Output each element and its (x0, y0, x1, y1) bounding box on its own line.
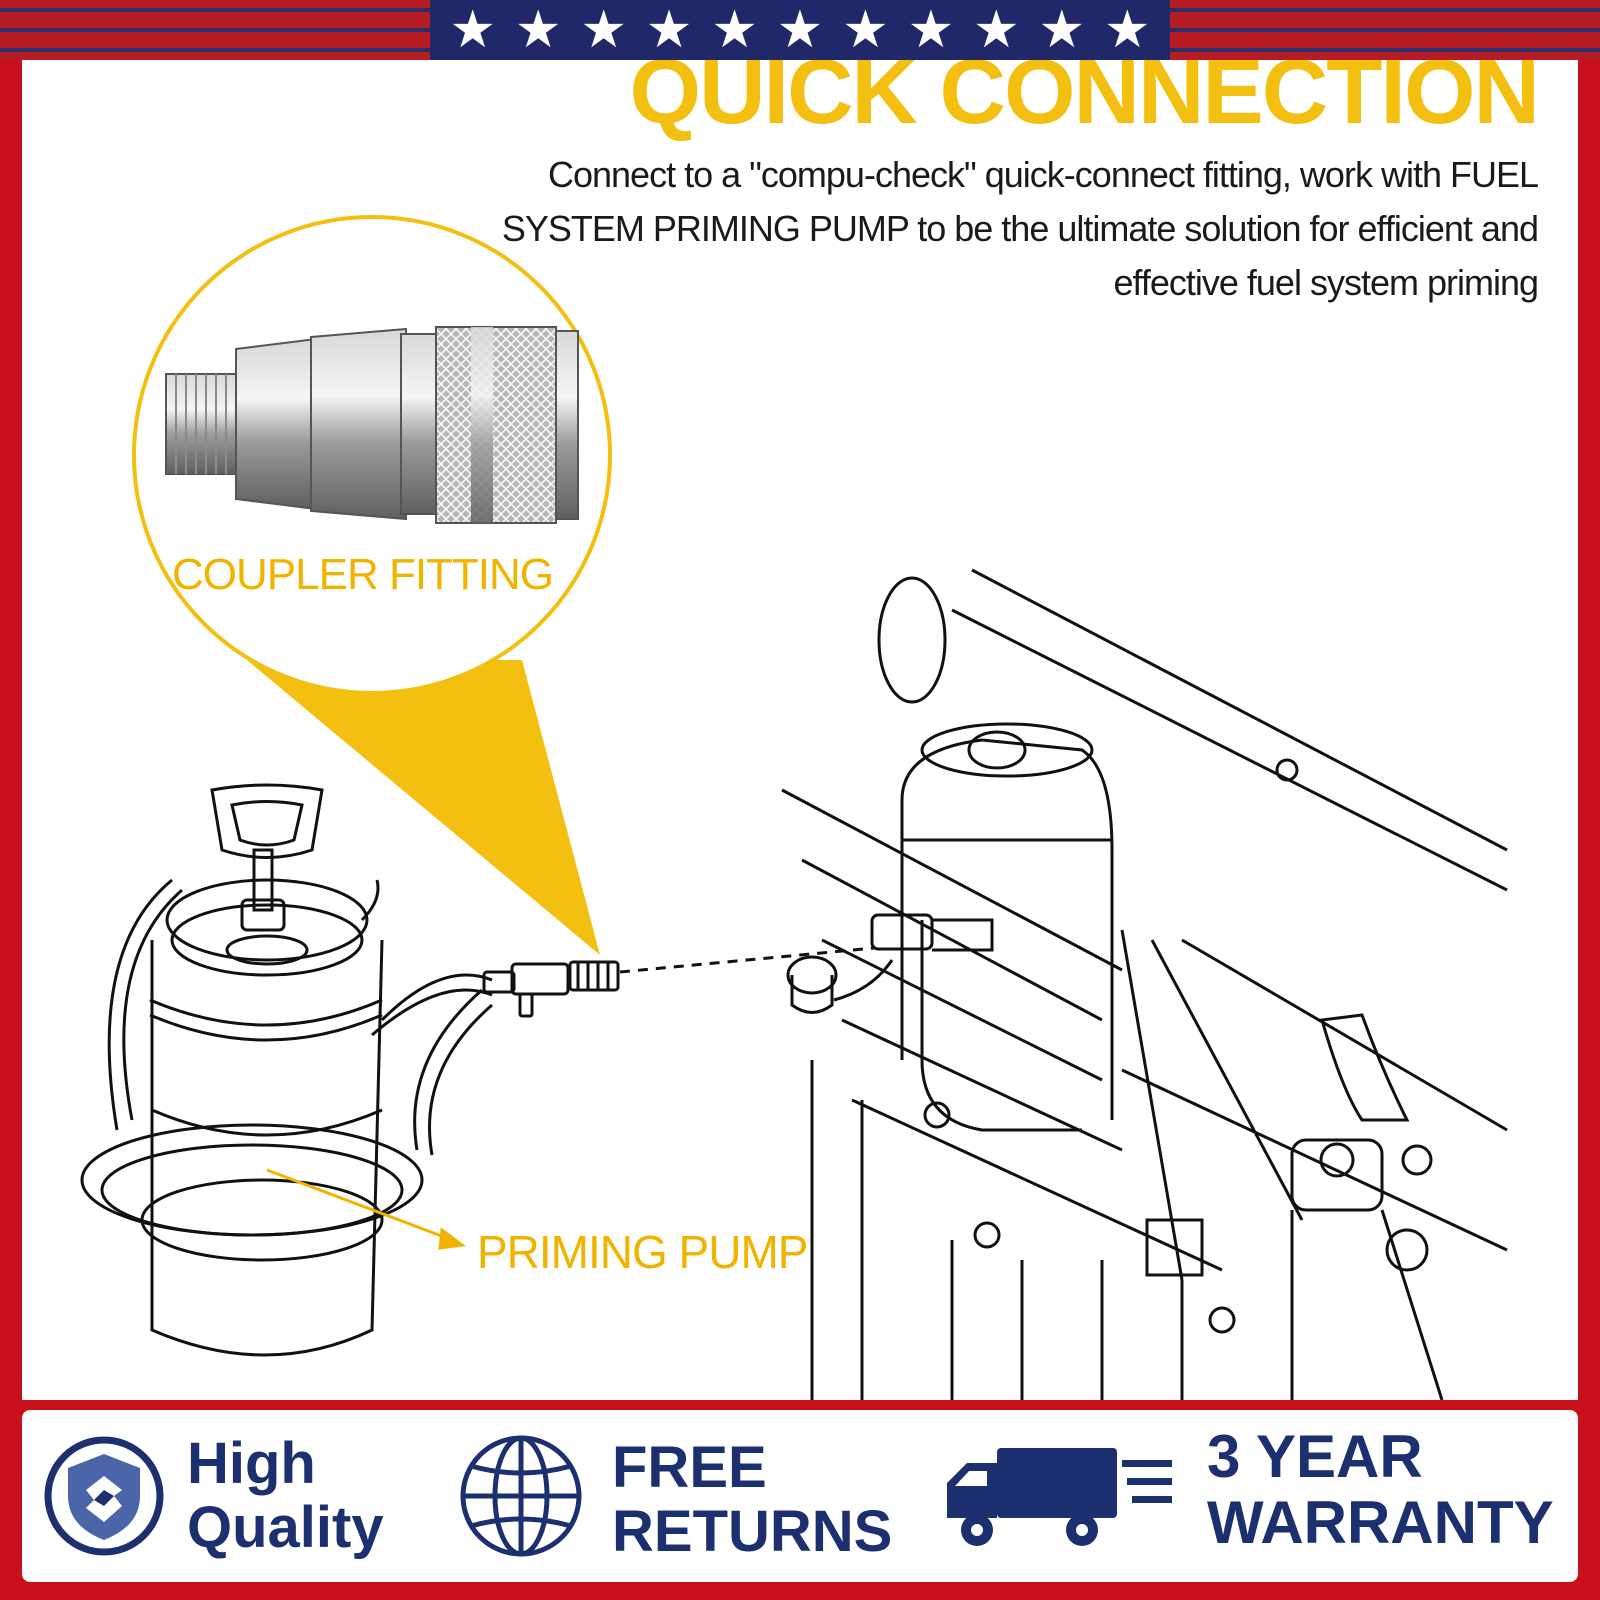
badge-high-quality: High Quality (22, 1410, 482, 1582)
priming-pump-label: PRIMING PUMP (477, 1226, 808, 1278)
coupler-callout-circle (132, 215, 612, 695)
badge-text-high-quality: High Quality (187, 1432, 384, 1560)
star-icon: ★ (711, 0, 758, 60)
badge-text-free-returns: FREE RETURNS (612, 1436, 892, 1564)
star-icon: ★ (1103, 0, 1151, 60)
star-icon: ★ (1038, 0, 1086, 60)
star-icon: ★ (514, 0, 562, 60)
description-text: Connect to a "compu-check" quick-connect… (501, 154, 1539, 303)
badge-line: 3 YEAR (1207, 1423, 1423, 1490)
star-icon: ★ (776, 0, 824, 60)
delivery-truck-icon (947, 1448, 1172, 1546)
badge-line: WARRANTY (1207, 1489, 1554, 1556)
star-field: ★ ★ ★ ★ ★ ★ ★ ★ ★ ★ ★ (430, 0, 1170, 60)
badge-text-warranty: 3 YEAR WARRANTY (1207, 1424, 1554, 1556)
callout-pointer (247, 660, 600, 955)
star-icon: ★ (580, 0, 627, 60)
star-icon: ★ (449, 0, 497, 60)
star-icon: ★ (842, 0, 889, 60)
flag-banner: ★ ★ ★ ★ ★ ★ ★ ★ ★ ★ ★ (0, 0, 1600, 60)
pump-label-arrow (266, 1168, 466, 1250)
headline: QUICK CONNECTION (629, 60, 1540, 143)
engine-block-drawing (781, 568, 1508, 1400)
star-icon: ★ (907, 0, 955, 60)
priming-pump-drawing (80, 783, 620, 1357)
badge-free-returns: FREE RETURNS (452, 1410, 922, 1582)
star-icon: ★ (645, 0, 693, 60)
badge-line: High (187, 1431, 316, 1496)
connection-dash-line (619, 946, 875, 974)
shield-icon (44, 1436, 164, 1556)
badge-warranty: 3 YEAR WARRANTY (922, 1410, 1578, 1582)
coupler-fitting-label: COUPLER FITTING (172, 550, 554, 599)
feature-badges: High Quality FREE RETURNS (22, 1410, 1578, 1582)
coupler-fitting-image (165, 326, 579, 524)
globe-icon (460, 1435, 582, 1557)
badge-line: RETURNS (612, 1499, 893, 1564)
product-panel: QUICK CONNECTION Connect to a "compu-che… (22, 60, 1578, 1400)
star-icon: ★ (973, 0, 1020, 60)
engine-diagram-illustration (80, 568, 1508, 1400)
badge-line: Quality (187, 1495, 384, 1560)
badge-line: FREE (612, 1435, 767, 1500)
